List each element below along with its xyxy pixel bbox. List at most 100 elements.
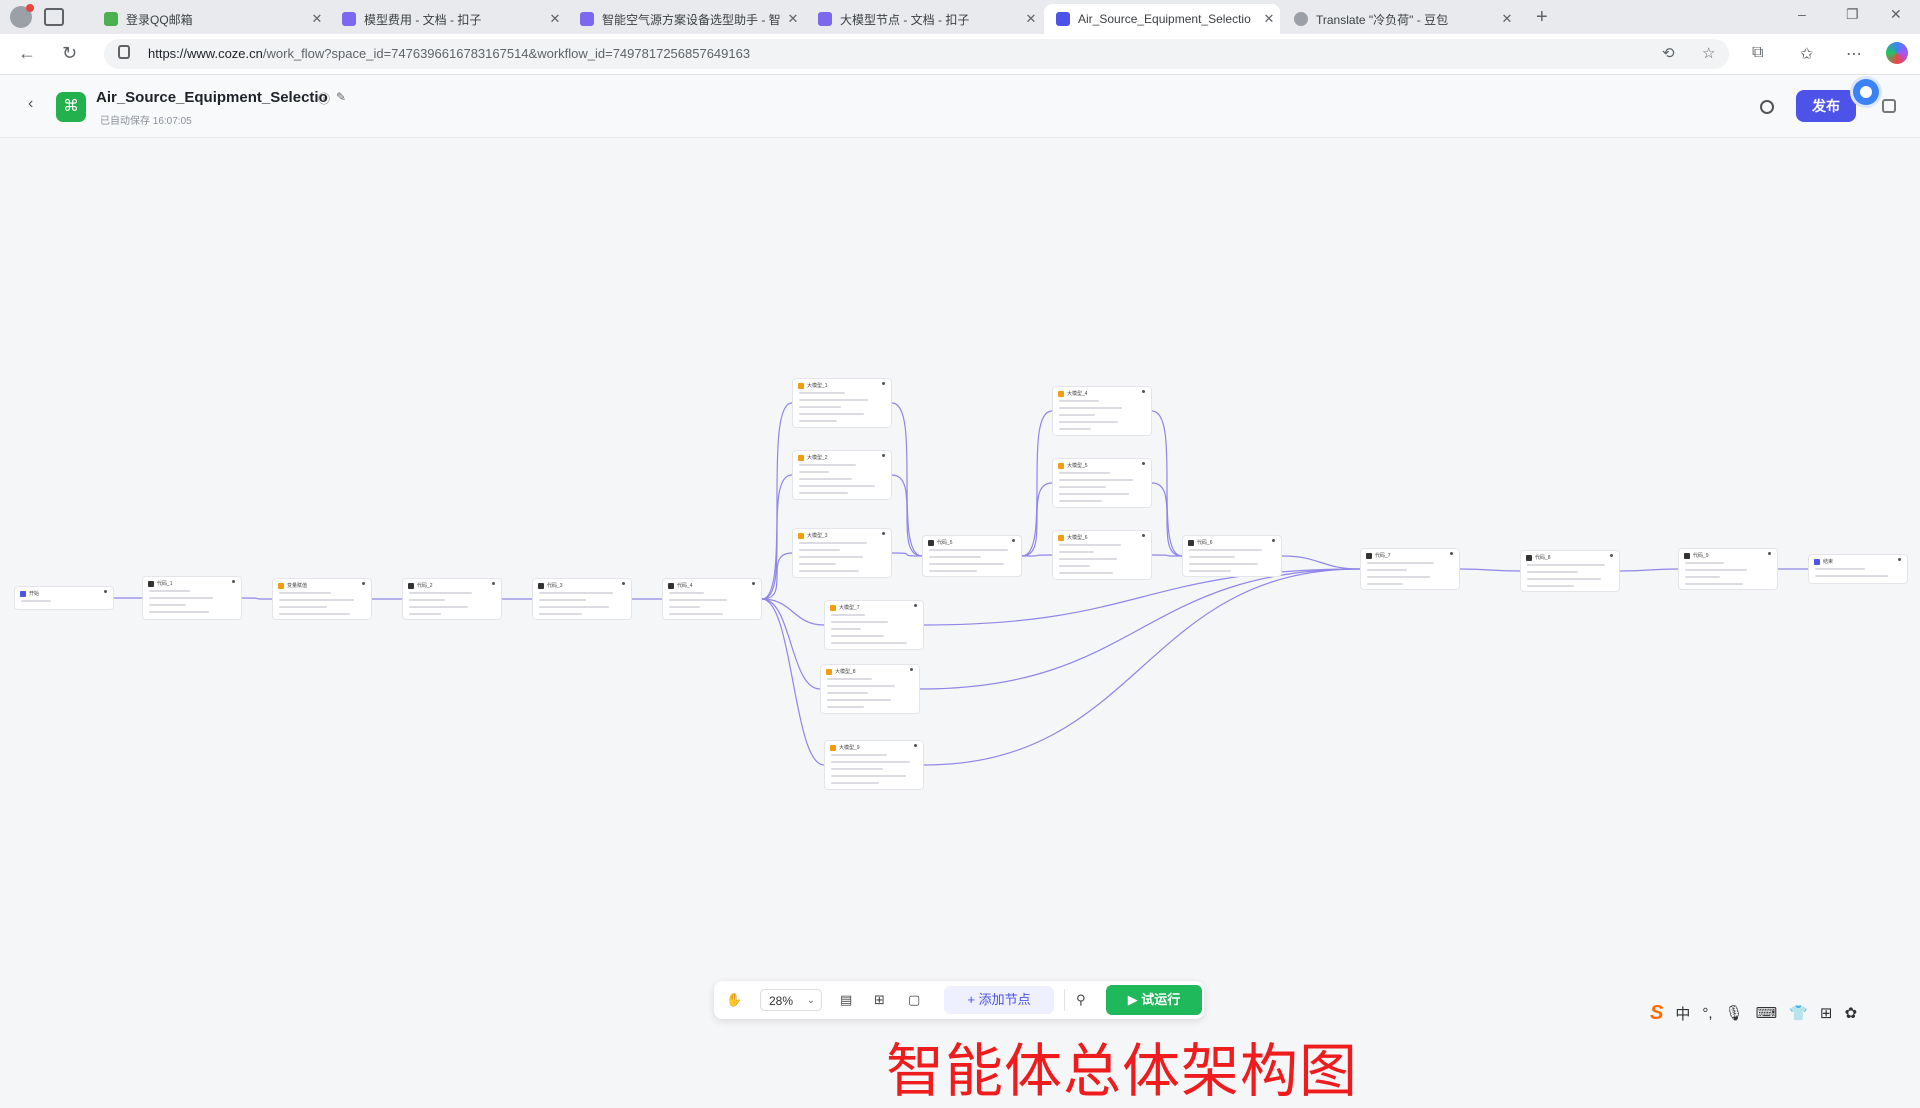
node-menu-icon[interactable] (1610, 554, 1613, 557)
node-menu-icon[interactable] (882, 454, 885, 457)
node-menu-icon[interactable] (914, 744, 917, 747)
coze-favicon-icon (1056, 12, 1070, 26)
workflow-node-bA2[interactable]: 大模型_2 (792, 450, 892, 500)
profile-icon[interactable] (10, 4, 34, 28)
workflow-node-bC2[interactable]: 大模型_8 (820, 664, 920, 714)
workflow-node-mid[interactable]: 代码_5 (922, 535, 1022, 577)
tab-translate-doubao[interactable]: Translate "冷负荷" - 豆包 ✕ (1282, 4, 1518, 34)
node-menu-icon[interactable] (882, 532, 885, 535)
workflow-node-var1[interactable]: 变量赋值 (272, 578, 372, 620)
workflow-node-code2[interactable]: 代码_2 (402, 578, 502, 620)
workflow-node-code8[interactable]: 代码_8 (1520, 550, 1620, 592)
workflow-node-code4[interactable]: 代码_4 (662, 578, 762, 620)
ime-grid-icon[interactable]: ⊞ (1819, 1005, 1833, 1022)
node-menu-icon[interactable] (1012, 539, 1015, 542)
copilot-icon[interactable] (1886, 42, 1908, 64)
tab-close-icon[interactable]: ✕ (311, 11, 323, 26)
node-menu-icon[interactable] (362, 582, 365, 585)
node-menu-icon[interactable] (1450, 552, 1453, 555)
reload-icon[interactable]: ↻ (62, 43, 78, 63)
workflow-node-bB1[interactable]: 大模型_4 (1052, 386, 1152, 436)
tab-model-pricing[interactable]: 模型费用 - 文档 - 扣子 ✕ (330, 4, 566, 34)
workflow-node-code9[interactable]: 代码_9 (1678, 548, 1778, 590)
tab-close-icon[interactable]: ✕ (1263, 11, 1275, 26)
workflow-node-agg[interactable]: 代码_6 (1182, 535, 1282, 577)
more-menu-icon[interactable]: ⋯ (1846, 46, 1862, 63)
comment-icon[interactable]: ▤ (840, 992, 853, 1007)
node-menu-icon[interactable] (752, 582, 755, 585)
node-menu-icon[interactable] (1142, 462, 1145, 465)
workflow-node-code3[interactable]: 代码_3 (532, 578, 632, 620)
node-menu-icon[interactable] (1898, 558, 1901, 561)
publish-button[interactable]: 发布 (1796, 90, 1856, 122)
debug-icon[interactable]: ⚲ (1076, 992, 1086, 1007)
node-menu-icon[interactable] (492, 582, 495, 585)
workflow-title: Air_Source_Equipment_Selectio (96, 89, 328, 106)
node-menu-icon[interactable] (914, 604, 917, 607)
node-menu-icon[interactable] (622, 582, 625, 585)
test-run-button[interactable]: ▶ 试运行 (1106, 985, 1202, 1015)
assistant-bubble-icon[interactable] (1853, 79, 1879, 105)
site-info-icon[interactable] (118, 45, 130, 59)
node-menu-icon[interactable] (910, 668, 913, 671)
tab-actions-icon[interactable] (44, 8, 64, 26)
node-menu-icon[interactable] (1272, 539, 1275, 542)
add-node-button[interactable]: + 添加节点 (944, 986, 1054, 1014)
doubao-favicon-icon (1294, 12, 1308, 26)
share-icon[interactable] (1882, 99, 1896, 113)
extensions-icon[interactable]: ⧉ (1752, 44, 1764, 61)
zoom-select[interactable]: 28% ⌄ (760, 989, 822, 1011)
workflow-node-bC3[interactable]: 大模型_9 (824, 740, 924, 790)
workflow-canvas[interactable]: 开始 代码_1 变量赋值代码_2 代码_3 代码_4 大模型_1 大模型_2 大模型_3 代码_… (0, 138, 1920, 1105)
tab-close-icon[interactable]: ✕ (549, 11, 561, 26)
workflow-node-code1[interactable]: 代码_1 (142, 576, 242, 620)
workflow-node-start[interactable]: 开始 (14, 586, 114, 610)
minimap-icon[interactable]: ▢ (908, 992, 921, 1007)
workflow-node-bA3[interactable]: 大模型_3 (792, 528, 892, 578)
translate-page-icon[interactable]: ⟲ (1662, 45, 1675, 62)
favorite-star-icon[interactable]: ☆ (1702, 45, 1716, 62)
ime-language-toggle[interactable]: 中 (1675, 1005, 1691, 1023)
url-input[interactable]: https://www.coze.cn/work_flow?space_id=7… (104, 39, 1729, 69)
workflow-node-bA1[interactable]: 大模型_1 (792, 378, 892, 428)
auto-layout-icon[interactable]: ⊞ (874, 992, 885, 1007)
node-menu-icon[interactable] (104, 590, 107, 593)
ime-tools-icon[interactable]: ✿ (1844, 1005, 1858, 1022)
node-title: 代码_3 (547, 583, 563, 589)
edit-icon[interactable]: ✎ (336, 90, 347, 104)
back-chevron-icon[interactable]: ‹ (28, 95, 34, 112)
sogou-logo-icon[interactable]: S (1650, 1001, 1664, 1024)
node-title: 代码_1 (157, 581, 173, 587)
favorites-icon[interactable]: ✩ (1800, 46, 1814, 63)
workflow-node-bC1[interactable]: 大模型_7 (824, 600, 924, 650)
node-menu-icon[interactable] (882, 382, 885, 385)
node-param-line (799, 399, 868, 401)
tab-llm-node-docs[interactable]: 大模型节点 - 文档 - 扣子 ✕ (806, 4, 1042, 34)
workflow-node-end[interactable]: 结束 (1808, 554, 1908, 584)
workflow-node-bB2[interactable]: 大模型_5 (1052, 458, 1152, 508)
history-icon[interactable] (1760, 100, 1774, 114)
ime-punctuation-icon[interactable]: °, (1702, 1004, 1713, 1022)
node-menu-icon[interactable] (1142, 534, 1145, 537)
tab-close-icon[interactable]: ✕ (787, 11, 799, 26)
restore-button[interactable]: ❐ (1846, 6, 1859, 22)
workflow-node-code7[interactable]: 代码_7 (1360, 548, 1460, 590)
ime-mic-icon[interactable]: 🎙 (1724, 1005, 1744, 1022)
tab-qq-mail[interactable]: 登录QQ邮箱 ✕ (92, 4, 328, 34)
node-menu-icon[interactable] (232, 580, 235, 583)
tab-close-icon[interactable]: ✕ (1501, 11, 1513, 26)
workflow-node-bB3[interactable]: 大模型_6 (1052, 530, 1152, 580)
close-window-button[interactable]: ✕ (1890, 6, 1902, 22)
ime-skin-icon[interactable]: 👕 (1789, 1005, 1808, 1022)
node-menu-icon[interactable] (1768, 552, 1771, 555)
tab-selection-assistant[interactable]: 智能空气源方案设备选型助手 - 智 ✕ (568, 4, 804, 34)
new-tab-button[interactable]: + (1536, 6, 1548, 28)
tab-air-source-workflow[interactable]: Air_Source_Equipment_Selectio ✕ (1044, 4, 1280, 34)
node-menu-icon[interactable] (1142, 390, 1145, 393)
tab-close-icon[interactable]: ✕ (1025, 11, 1037, 26)
back-arrow-icon[interactable]: ← (18, 43, 36, 63)
info-icon[interactable]: ⓘ (318, 92, 331, 106)
minimize-button[interactable]: – (1798, 6, 1806, 22)
hand-tool-icon[interactable]: ✋ (726, 992, 743, 1007)
ime-keyboard-icon[interactable]: ⌨ (1755, 1005, 1778, 1022)
